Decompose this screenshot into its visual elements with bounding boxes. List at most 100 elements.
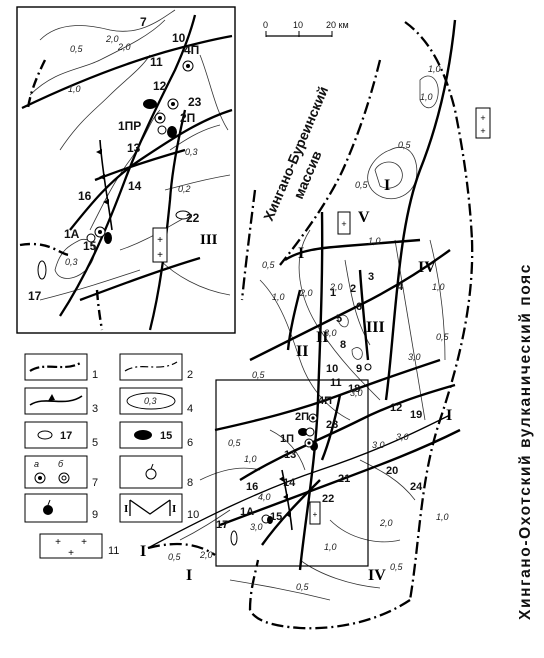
main-isoline-label: 0,5 (262, 260, 276, 270)
main-isoline-label: 1,0 (420, 92, 433, 102)
main-isoline-label: 0,5 (436, 332, 450, 342)
inset-label-17: 17 (28, 289, 42, 303)
main-isoline-label: 0,5 (390, 562, 404, 572)
main-label-24: 24 (410, 481, 423, 493)
zone-label-i: I (186, 567, 192, 584)
main-label-14: 14 (283, 477, 296, 489)
inset-label-15: 15 (83, 239, 97, 253)
scale-tick-20: 20 км (326, 20, 349, 30)
main-granite-box: + (309, 501, 321, 525)
inset-label-4p: 4П (184, 43, 199, 57)
scale-bar: 0 10 20 км (263, 20, 349, 37)
main-label-10: 10 (326, 363, 338, 375)
zone-label-i: I (384, 177, 390, 194)
main-isoline-label: 2,0 (199, 550, 213, 560)
scale-tick-0: 0 (263, 20, 268, 30)
legend-filled-ellipse-text: 15 (160, 430, 172, 442)
svg-text:+: + (157, 250, 163, 261)
main-label-3: 3 (368, 271, 374, 283)
inset-label-1a: 1А (64, 227, 80, 241)
svg-text:+: + (55, 537, 61, 548)
inset-isoline-label: 0,2 (178, 184, 191, 194)
inset-label-2p: 2П (180, 111, 195, 125)
legend-ellipse-text: 17 (60, 430, 72, 442)
svg-text:+: + (480, 113, 485, 123)
main-isoline-label: 3,0 (396, 432, 409, 442)
inset-label-16: 16 (78, 189, 92, 203)
main-orebody (298, 428, 308, 436)
main-isoline-label: 3,0 (408, 352, 421, 362)
inset-label-7: 7 (140, 15, 147, 29)
main-label-2: 2 (350, 283, 356, 295)
main-label-1a: 1А (240, 506, 254, 518)
inset-label-22: 22 (186, 211, 200, 225)
main-label-5: 5 (336, 313, 342, 325)
main-label-23: 23 (326, 419, 338, 431)
main-isoline-label: 2,0 (379, 518, 393, 528)
inset-orebody (175, 210, 191, 220)
inset-label-10: 10 (172, 31, 186, 45)
legend-isoline-text: 0,3 (144, 396, 157, 406)
main-isoline-label: 4,0 (258, 492, 271, 502)
main-granite-box: + + (475, 107, 491, 139)
main-orebody (230, 530, 238, 546)
main-label-20: 20 (386, 465, 398, 477)
main-label-12: 12 (390, 402, 402, 414)
inset-label-14: 14 (128, 179, 142, 193)
inset-map: + + 7 10 11 4П 12 23 2П 1ПР 13 14 (16, 6, 236, 334)
legend-num-7: 7 (92, 477, 98, 489)
legend-num-5: 5 (92, 437, 98, 449)
zone-label-ii: II (296, 343, 308, 360)
main-isoline-label: 3,0 (324, 328, 337, 338)
main-isoline-label: 0,5 (296, 582, 310, 592)
legend-section-text-right: I (172, 503, 176, 515)
scale-tick-10: 10 (293, 20, 303, 30)
inset-isoline-label: 2,0 (105, 34, 119, 44)
zone-label-iii: III (366, 319, 385, 336)
main-isoline-label: 1,0 (436, 512, 449, 522)
inset-label-12: 12 (153, 79, 167, 93)
main-isoline-label: 3,0 (350, 388, 363, 398)
main-label-15: 15 (270, 511, 282, 523)
main-isoline-label: 2,0 (329, 282, 343, 292)
main-deposit-symbol (305, 427, 315, 437)
zone-label-ii: II (316, 329, 328, 346)
main-label-16: 16 (246, 481, 258, 493)
main-label-8: 8 (340, 339, 346, 351)
legend-num-10: 10 (187, 509, 199, 521)
main-orebody (267, 516, 273, 524)
main-label-17: 17 (216, 519, 228, 531)
section-line (147, 414, 451, 549)
svg-text:+: + (68, 548, 74, 559)
main-label-9: 9 (356, 363, 362, 375)
legend-sub-a: а (34, 459, 39, 469)
inset-deposit-symbol (157, 125, 167, 135)
zone-label-iv: IV (368, 567, 386, 584)
inset-label-1pr: 1ПР (118, 119, 141, 133)
main-isoline-label: 2,0 (299, 288, 313, 298)
legend-section-text-left: I (124, 503, 128, 515)
main-isoline-label: 1,0 (428, 64, 441, 74)
zone-label-i: I (446, 407, 452, 424)
inset-isoline-label: 2,0 (117, 42, 131, 52)
svg-text:+: + (341, 219, 346, 229)
zone-label-i: I (298, 245, 304, 262)
main-isoline-label: 0,5 (252, 370, 266, 380)
inset-label-11: 11 (150, 55, 163, 69)
main-label-4p: 4П (318, 395, 332, 407)
legend-num-2: 2 (187, 369, 193, 381)
main-label-1p: 1П (280, 433, 294, 445)
main-label-22: 22 (322, 493, 334, 505)
legend-num-3: 3 (92, 403, 98, 415)
volcanic-belt-name: Хингано-Охотский вулканический пояс (517, 263, 534, 620)
main-isoline-label: 3,0 (250, 522, 263, 532)
main-label-4: 4 (397, 281, 404, 293)
legend-num-6: 6 (187, 437, 193, 449)
main-label-6: 6 (356, 301, 362, 313)
main-isoline-label: 1,0 (432, 282, 445, 292)
main-granite-box: + (337, 211, 351, 235)
main-isoline-label: 0,5 (168, 552, 182, 562)
main-isoline-label: 0,5 (228, 438, 242, 448)
svg-text:+: + (157, 235, 163, 246)
inset-orebody (167, 126, 177, 138)
